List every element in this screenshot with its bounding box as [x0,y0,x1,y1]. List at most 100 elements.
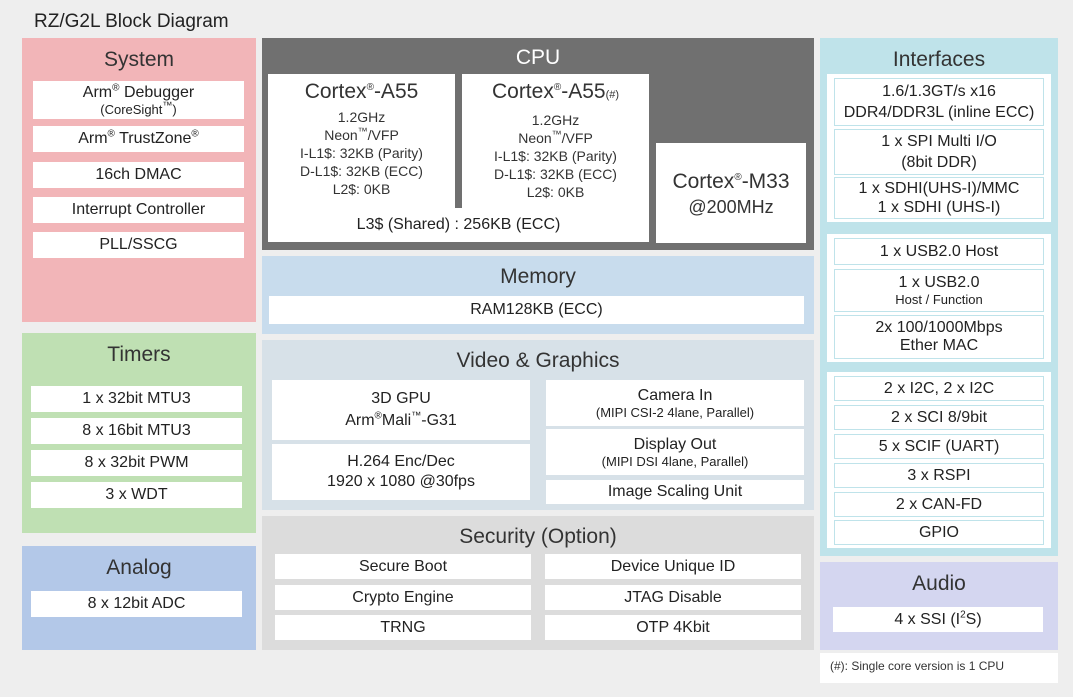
ssi-block: 4 x SSI (I2S) [833,607,1043,632]
can-fd-block: 2 x CAN-FD [834,492,1044,517]
mtu3-32bit-block: 1 x 32bit MTU3 [31,386,242,412]
camera-in-block: Camera In (MIPI CSI-2 4lane, Parallel) [546,380,804,426]
sci-block: 2 x SCI 8/9bit [834,405,1044,430]
tm-mark: ™ [357,126,368,138]
usb-mode: Host / Function [895,292,983,307]
sdhi-mmc-label: 1 x SDHI(UHS-I)/MMC [858,180,1020,197]
diagram-title: RZ/G2L Block Diagram [34,11,229,32]
core-model: -A55 [561,80,606,103]
security-title: Security (Option) [459,525,617,548]
core-frequency: 1.2GHz [531,112,580,128]
spi-label: 1 x SPI Multi I/O [881,133,997,150]
core-il1-cache: I-L1$: 32KB (Parity) [494,148,617,164]
coresight-label: (CoreSight [100,101,163,117]
gpu-block: 3D GPU Arm®Mali™-G31 [272,380,530,440]
spi-block: 1 x SPI Multi I/O (8bit DDR) [834,129,1044,175]
interfaces-panel: Interfaces 1.6/1.3GT/s x16 DDR4/DDR3L (i… [820,38,1058,556]
i2c-block: 2 x I2C, 2 x I2C [834,376,1044,401]
core-model: -A55 [373,80,419,103]
trustzone-label: TrustZone [119,130,192,147]
tm-mark: ™ [551,129,562,141]
m33-frequency: @200MHz [688,197,774,217]
crypto-engine-block: Crypto Engine [275,585,531,610]
footnote: (#): Single core version is 1 CPU [820,653,1058,683]
gpu-arm: Arm [345,412,375,429]
mtu3-16bit-block: 8 x 16bit MTU3 [31,418,242,444]
timers-panel: Timers 1 x 32bit MTU3 8 x 16bit MTU3 8 x… [22,333,256,533]
timers-title: Timers [107,343,171,366]
analog-panel: Analog 8 x 12bit ADC [22,546,256,650]
secure-boot-block: Secure Boot [275,554,531,579]
reg-mark: ® [734,172,742,183]
memory-panel: Memory RAM128KB (ECC) [262,256,814,334]
core-dl1-cache: D-L1$: 32KB (ECC) [494,166,617,182]
core-dl1-cache: D-L1$: 32KB (ECC) [300,163,423,179]
reg-mark: ® [107,128,115,140]
usb-host-block: 1 x USB2.0 Host [834,238,1044,265]
codec-label: H.264 Enc/Dec [347,453,455,470]
interfaces-title: Interfaces [892,48,986,71]
arm-debugger-block: Arm® Debugger (CoreSight™) [33,81,244,119]
ram-block: RAM128KB (ECC) [269,296,804,324]
core-l2-cache: L2$: 0KB [526,184,585,200]
l3-shared-cache: L3$ (Shared) : 256KB (ECC) [268,208,649,242]
display-out-block: Display Out (MIPI DSI 4lane, Parallel) [546,429,804,475]
serial-io-group: 2 x I2C, 2 x I2C 2 x SCI 8/9bit 5 x SCIF… [827,372,1051,548]
tm-mark: ™ [162,100,173,112]
usb-label: 1 x USB2.0 [898,274,980,291]
display-label: Display Out [633,435,717,453]
video-graphics-panel: Video & Graphics 3D GPU Arm®Mali™-G31 H.… [262,340,814,510]
cpu-panel: CPU Cortex®-A55 1.2GHz Neon™/VFP I-L1$: … [262,38,814,250]
sdhi-block: 1 x SDHI(UHS-I)/MMC 1 x SDHI (UHS-I) [834,177,1044,219]
core-name: Cortex [304,80,367,103]
sdhi-label: 1 x SDHI (UHS-I) [877,199,1001,216]
scif-block: 5 x SCIF (UART) [834,434,1044,459]
system-title: System [103,48,174,71]
ddr-speed: 1.6/1.3GT/s x16 [882,83,996,100]
core-model: -M33 [741,170,790,193]
arm-brand: Arm [82,83,113,101]
reg-mark: ® [553,82,562,93]
spi-mode: (8bit DDR) [901,154,977,171]
camera-interface: (MIPI CSI-2 4lane, Parallel) [595,404,755,420]
camera-label: Camera In [637,386,713,404]
ddr-block: 1.6/1.3GT/s x16 DDR4/DDR3L (inline ECC) [834,78,1044,126]
single-core-mark: (#) [605,89,620,101]
interrupt-controller-block: Interrupt Controller [33,197,244,223]
vfp-label: /VFP [561,130,593,146]
reg-mark: ® [191,128,199,140]
gpu-mali: Mali [381,412,412,429]
codec-resolution: 1920 x 1080 @30fps [327,473,475,490]
reg-mark: ® [374,410,382,422]
trustzone-arm: Arm [78,130,108,147]
ddr-type: DDR4/DDR3L (inline ECC) [843,104,1035,121]
rspi-block: 3 x RSPI [834,463,1044,488]
ether-mac-block: 2x 100/1000Mbps Ether MAC [834,315,1044,359]
dmac-block: 16ch DMAC [33,162,244,188]
image-scaling-block: Image Scaling Unit [546,480,804,504]
core-name: Cortex [491,80,554,103]
coresight-close: ) [172,101,177,117]
pwm-block: 8 x 32bit PWM [31,450,242,476]
core-frequency: 1.2GHz [337,109,386,125]
reg-mark: ® [112,82,120,94]
neon-label: Neon [324,127,358,143]
security-panel: Security (Option) Secure Boot Crypto Eng… [262,516,814,650]
gpio-block: GPIO [834,520,1044,545]
analog-title: Analog [106,556,172,579]
ssi-label: 4 x SSI (I [894,610,961,628]
debugger-label: Debugger [123,83,195,101]
gpu-model: -G31 [421,412,457,429]
trng-block: TRNG [275,615,531,640]
ether-speed: 2x 100/1000Mbps [875,319,1003,336]
tm-mark: ™ [411,410,422,422]
vfp-label: /VFP [367,127,399,143]
jtag-disable-block: JTAG Disable [545,585,801,610]
video-graphics-title: Video & Graphics [456,349,620,372]
core-name: Cortex [672,170,735,193]
usb-host-function-block: 1 x USB2.0 Host / Function [834,269,1044,312]
gpu-label: 3D GPU [371,390,431,407]
ssi-superscript: 2 [960,609,966,621]
neon-label: Neon [518,130,552,146]
memory-title: Memory [500,265,576,288]
